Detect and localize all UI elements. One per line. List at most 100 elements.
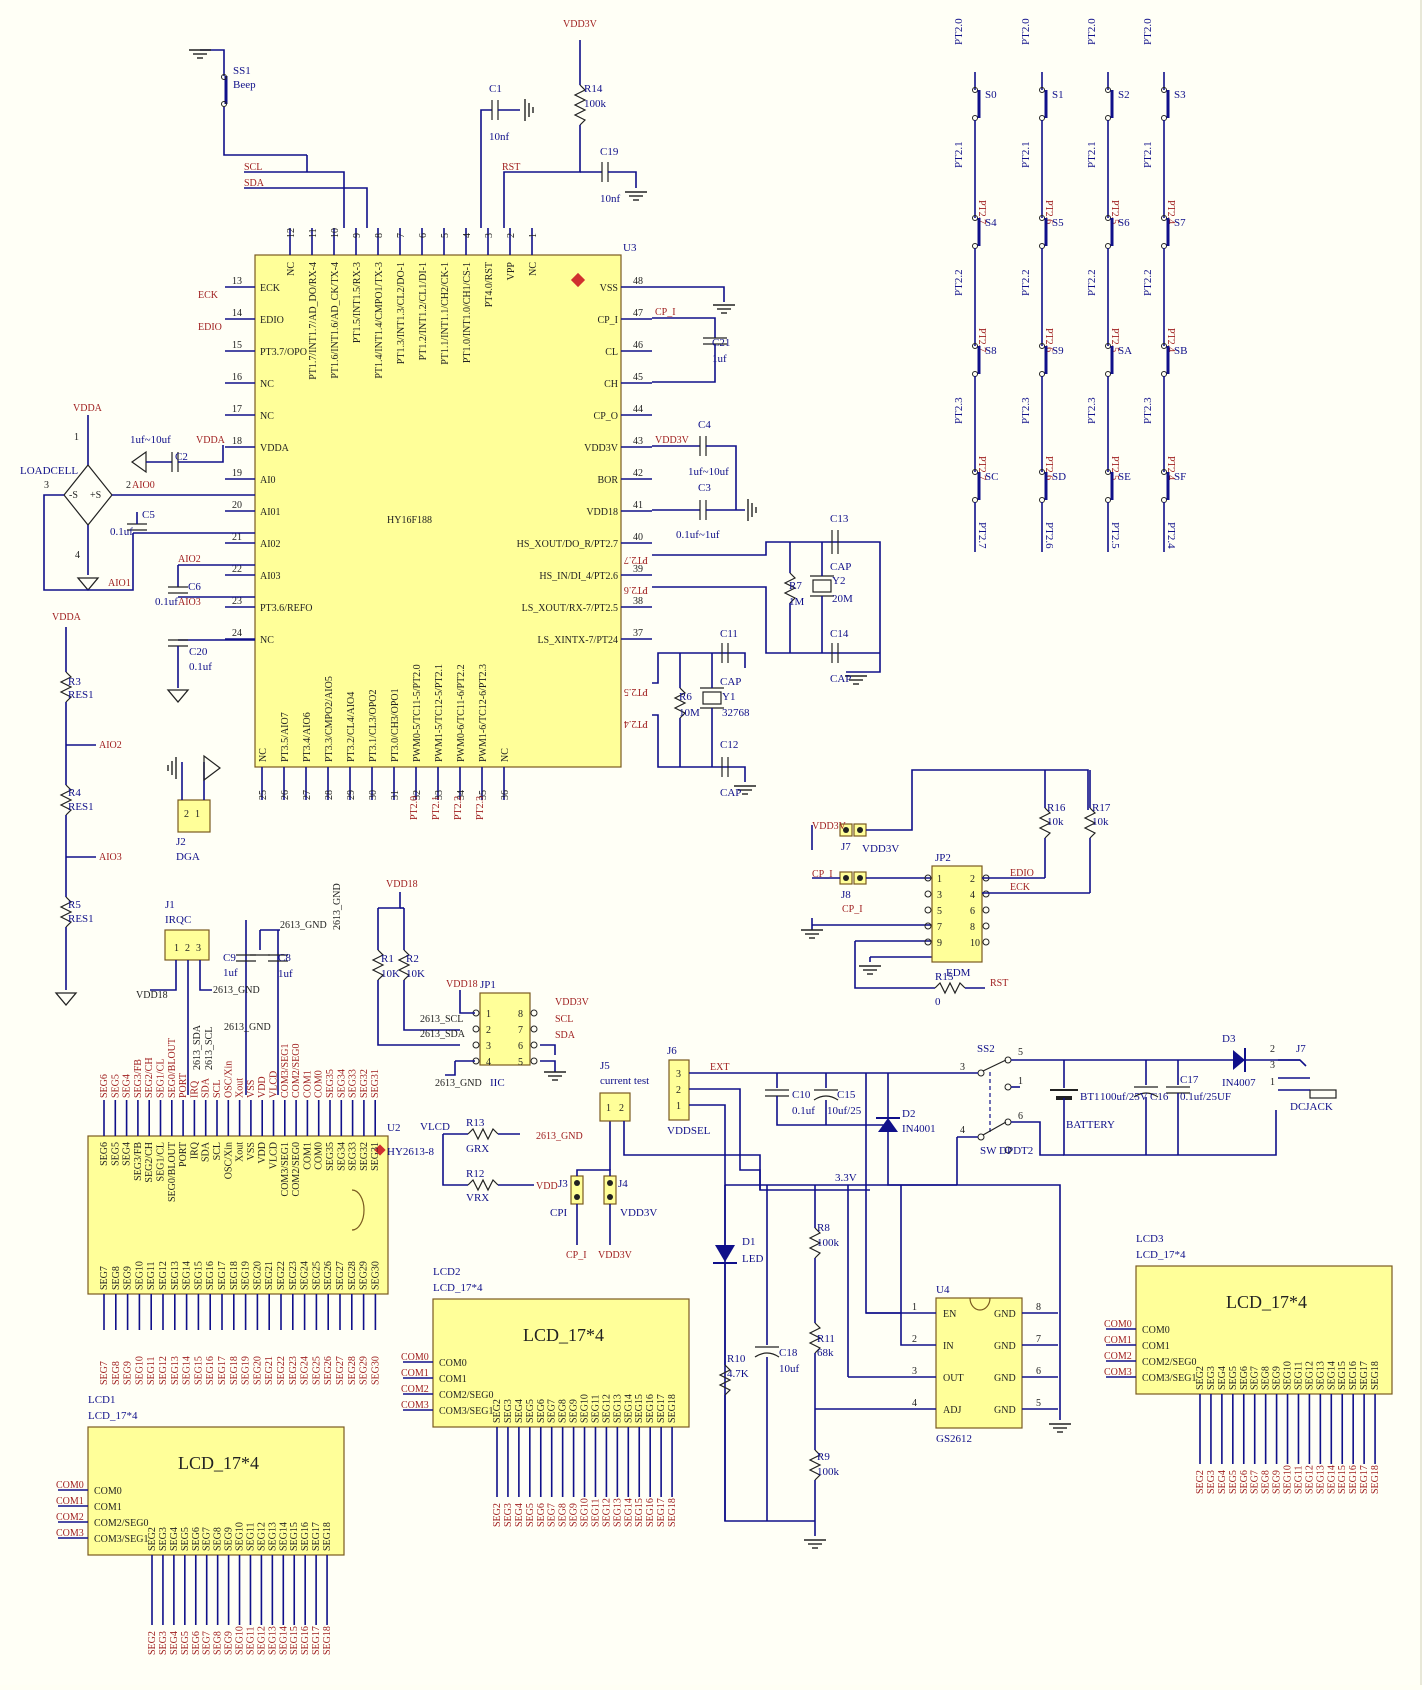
key-row-net: PT2.1 [953,141,965,168]
u2-top-pin-label: COM2/SEG0 [291,1142,302,1196]
u4-pin4: 4 [912,1398,917,1409]
j6-ref: J6 [667,1045,677,1057]
key-net-top: PT2.0 [1142,18,1154,45]
u3-pin-30-label: PT3.1/CL3/OPO2 [368,689,379,762]
key-col-net-bottom: PT2.6 [1043,522,1055,549]
c8-ref: C8 [278,952,291,964]
jp1-pin-hole [472,1025,480,1033]
u2-bottom-net: SEG24 [300,1356,311,1385]
j2-ref: J2 [176,836,186,848]
c1-value: 10nf [489,131,510,143]
u3-net-PT2.2: PT2.2 [453,796,464,820]
c3-value: 0.1uf~1uf [676,529,720,541]
jp1-pin-4: 4 [486,1057,491,1068]
r17-ref: R17 [1092,802,1111,814]
u2-top-net: Xout [235,1078,246,1098]
u4-body [935,1297,1023,1429]
j1-pin3: 3 [196,943,201,954]
jp1-vdd3v: VDD3V [555,997,590,1008]
jp1-sda-2613: 2613_SDA [420,1029,466,1040]
c18-value: 10uf [779,1363,800,1375]
c13-value: CAP [830,561,851,573]
u3-pin-24-number: 24 [232,628,242,639]
loadcell-pin2: 2 [126,480,131,491]
u3-pin-44-label: CP_O [594,411,618,422]
lcd-com-pin: COM2/SEG0 [94,1518,148,1529]
lcd-seg-pin: SEG17 [656,1394,667,1423]
u3-pin-38-label: LS_XOUT/RX-7/PT2.5 [522,603,618,614]
jp1-pin-5: 5 [518,1057,523,1068]
jp1-ref: JP1 [480,979,496,991]
u3-pin-33-number: 33 [434,790,445,800]
u3-pin-13-label: ECK [260,283,281,294]
eck-net: ECK [198,290,219,301]
key-col-net: PT2.5 [1109,328,1120,352]
u3-name: HY16F188 [387,515,432,526]
u3-pin-5-label: PT1.1/INT1.1/CH2/CK-1 [440,262,451,365]
c6-value: 0.1uf [155,596,178,608]
gnd-2613-b: 2613_GND [213,985,260,996]
u3-pin-15-label: PT3.7/OPO [260,347,307,358]
key-col-net: PT2.6 [1043,200,1054,224]
lcd-seg-net: SEG9 [1272,1470,1283,1494]
lcd1: LCD1LCD_17*4LCD_17*4COM0COM0COM1COM1COM2… [56,1394,345,1655]
u3-pin-31-label: PT3.0/CH3/OPO1 [390,688,401,762]
c17-value: 0.1uf/25UF [1180,1091,1231,1103]
u3-pin-16-label: NC [260,379,274,390]
u2-bottom-net: SEG11 [146,1356,157,1385]
u2-top-net: SEG1/CL [156,1059,167,1098]
aio2-divider: AIO2 [99,740,122,751]
u3-pin-33-label: PWM1-5/TC12-5/PT2.1 [434,664,445,762]
lcd-seg-net: SEG5 [525,1503,536,1527]
u3-pin-24-label: NC [260,635,274,646]
u2-top-net: SEG35 [325,1069,336,1098]
lcd-seg-pin: SEG5 [180,1527,191,1551]
u2-top-pin-label: COM1 [302,1142,313,1170]
lcd-seg-pin: SEG4 [169,1527,180,1551]
u3-pin-4-label: PT1.0/INT1.0/CH1/CS-1 [462,262,473,363]
d3-ref: D3 [1222,1033,1236,1045]
u3-pin-9-label: PT1.5/INT1.5/RX-3 [352,262,363,343]
key-net-top: PT2.0 [953,18,965,45]
aio0-net: AIO0 [132,480,155,491]
lcd-body [1135,1265,1393,1395]
u3-pin-25-number: 25 [258,790,269,800]
u2-bottom-net: SEG8 [111,1361,122,1385]
r14-ref: R14 [584,83,603,95]
lcd-com-net: COM3 [401,1400,429,1411]
c20-value: 0.1uf [189,661,212,673]
u2-top-pin-label: SEG35 [325,1142,336,1171]
u3-pin-46-number: 46 [633,340,643,351]
u4-pin3: 3 [912,1366,917,1377]
c17-ref: C17 [1180,1074,1199,1086]
u2-top-pin-label: SEG34 [336,1142,347,1171]
u2-top-net: SEG0/BLOUT [167,1038,178,1098]
c20-ref: C20 [189,646,208,658]
c14-value: CAP [830,673,851,685]
jp1-pin-hole [530,1025,538,1033]
u3-ref: U3 [623,242,637,254]
u4-pin1: 1 [912,1302,917,1313]
jp1-pin-2: 2 [486,1025,491,1036]
u2-bottom-pin-label: SEG24 [300,1261,311,1290]
aio3-divider: AIO3 [99,852,122,863]
key-col-net: PT2.4 [1165,200,1176,224]
c4-value: 1uf~10uf [688,466,729,478]
switch-contact [1105,243,1111,249]
lcd-seg-pin: SEG7 [1250,1366,1261,1390]
u3-pin-28-number: 28 [324,790,335,800]
switch-contact [1039,371,1045,377]
switch-contact [1105,371,1111,377]
u3-pin-20-number: 20 [232,500,242,511]
lcd-com-pin: COM3/SEG1 [94,1534,148,1545]
lcd-seg-pin: SEG14 [623,1394,634,1423]
d2-value: IN4001 [902,1123,936,1135]
u2-name: HY2613-8 [387,1146,435,1158]
j4-vdd3v-b: VDD3V [598,1250,633,1261]
sda-2613-v: 2613_SDA [192,1024,203,1070]
lcd-seg-net: SEG9 [224,1631,235,1655]
lcd-seg-pin: SEG8 [1261,1366,1272,1390]
u2-top-net: COM1 [302,1070,313,1098]
key-col-net: PT2.5 [1109,456,1120,480]
u3-pin-19-label: AI0 [260,475,276,486]
